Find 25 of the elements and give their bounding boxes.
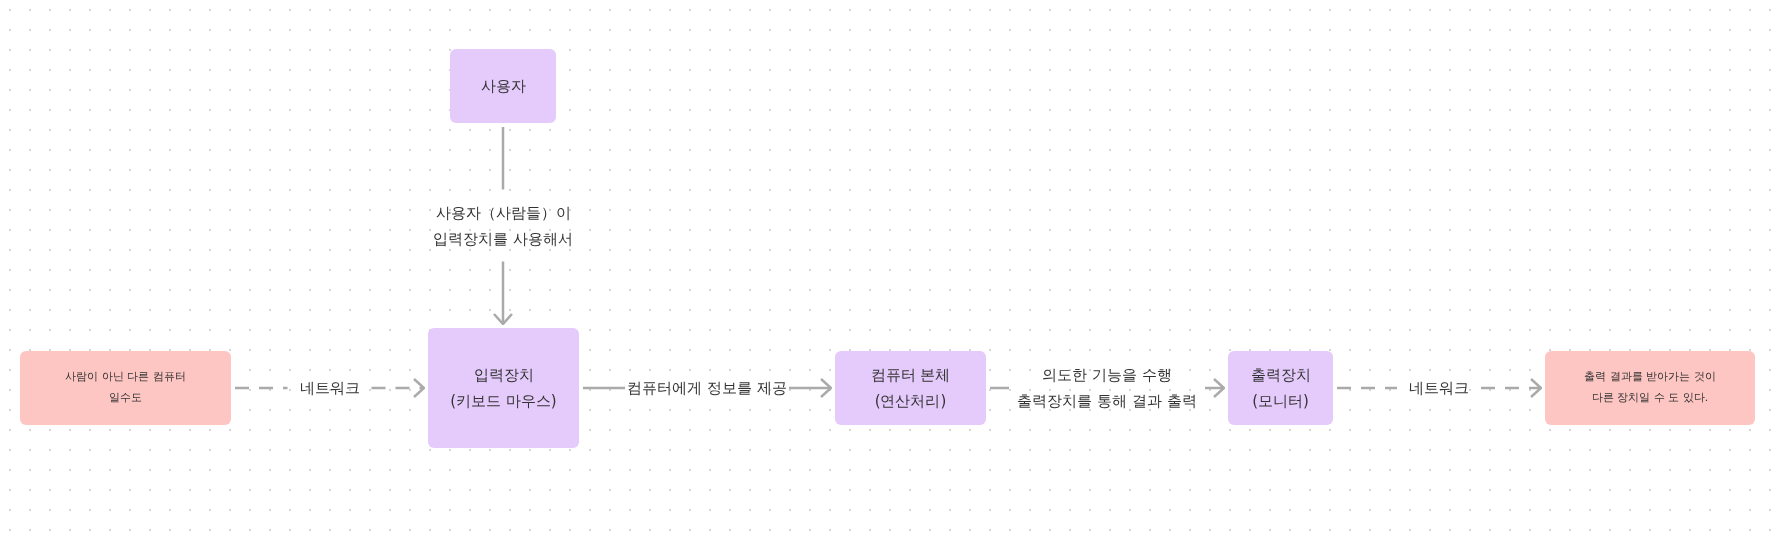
arrow	[581, 377, 833, 399]
edge-label: 사용자（사람들）이 입력장치를 사용해서	[432, 202, 574, 250]
arrow	[1335, 377, 1543, 399]
edge-label: 네트워크	[1409, 377, 1469, 399]
arrow	[233, 377, 426, 399]
node-text: (연산처리)	[874, 391, 947, 412]
node-text: 출력장치	[1250, 364, 1311, 386]
node-text: 사람이 아닌 다른 컴퓨터 일수도	[64, 369, 187, 406]
process-box	[428, 328, 579, 448]
node-text: 사용자	[480, 75, 526, 97]
node-text: 입력장치	[473, 364, 534, 386]
node-text: (키보드 마우스)	[450, 391, 557, 412]
arrow	[492, 125, 514, 326]
process-box	[1228, 351, 1333, 425]
note-box	[20, 351, 231, 425]
arrow	[988, 377, 1226, 399]
edge-label: 네트워크	[299, 377, 360, 399]
node-text: 컴퓨터 본체	[870, 364, 951, 386]
edge-label: 컴퓨터에게 정보를 제공	[627, 377, 787, 399]
node-text: (모니터)	[1252, 391, 1309, 412]
note-box	[1545, 351, 1755, 425]
process-box	[450, 49, 556, 123]
edge-label: 의도한 기능을 수행 출력장치를 통해 결과 출력	[1016, 364, 1198, 412]
process-box	[835, 351, 986, 425]
node-text: 출력 결과를 받아가는 것이 다른 장치일 수 도 있다.	[1583, 369, 1717, 406]
